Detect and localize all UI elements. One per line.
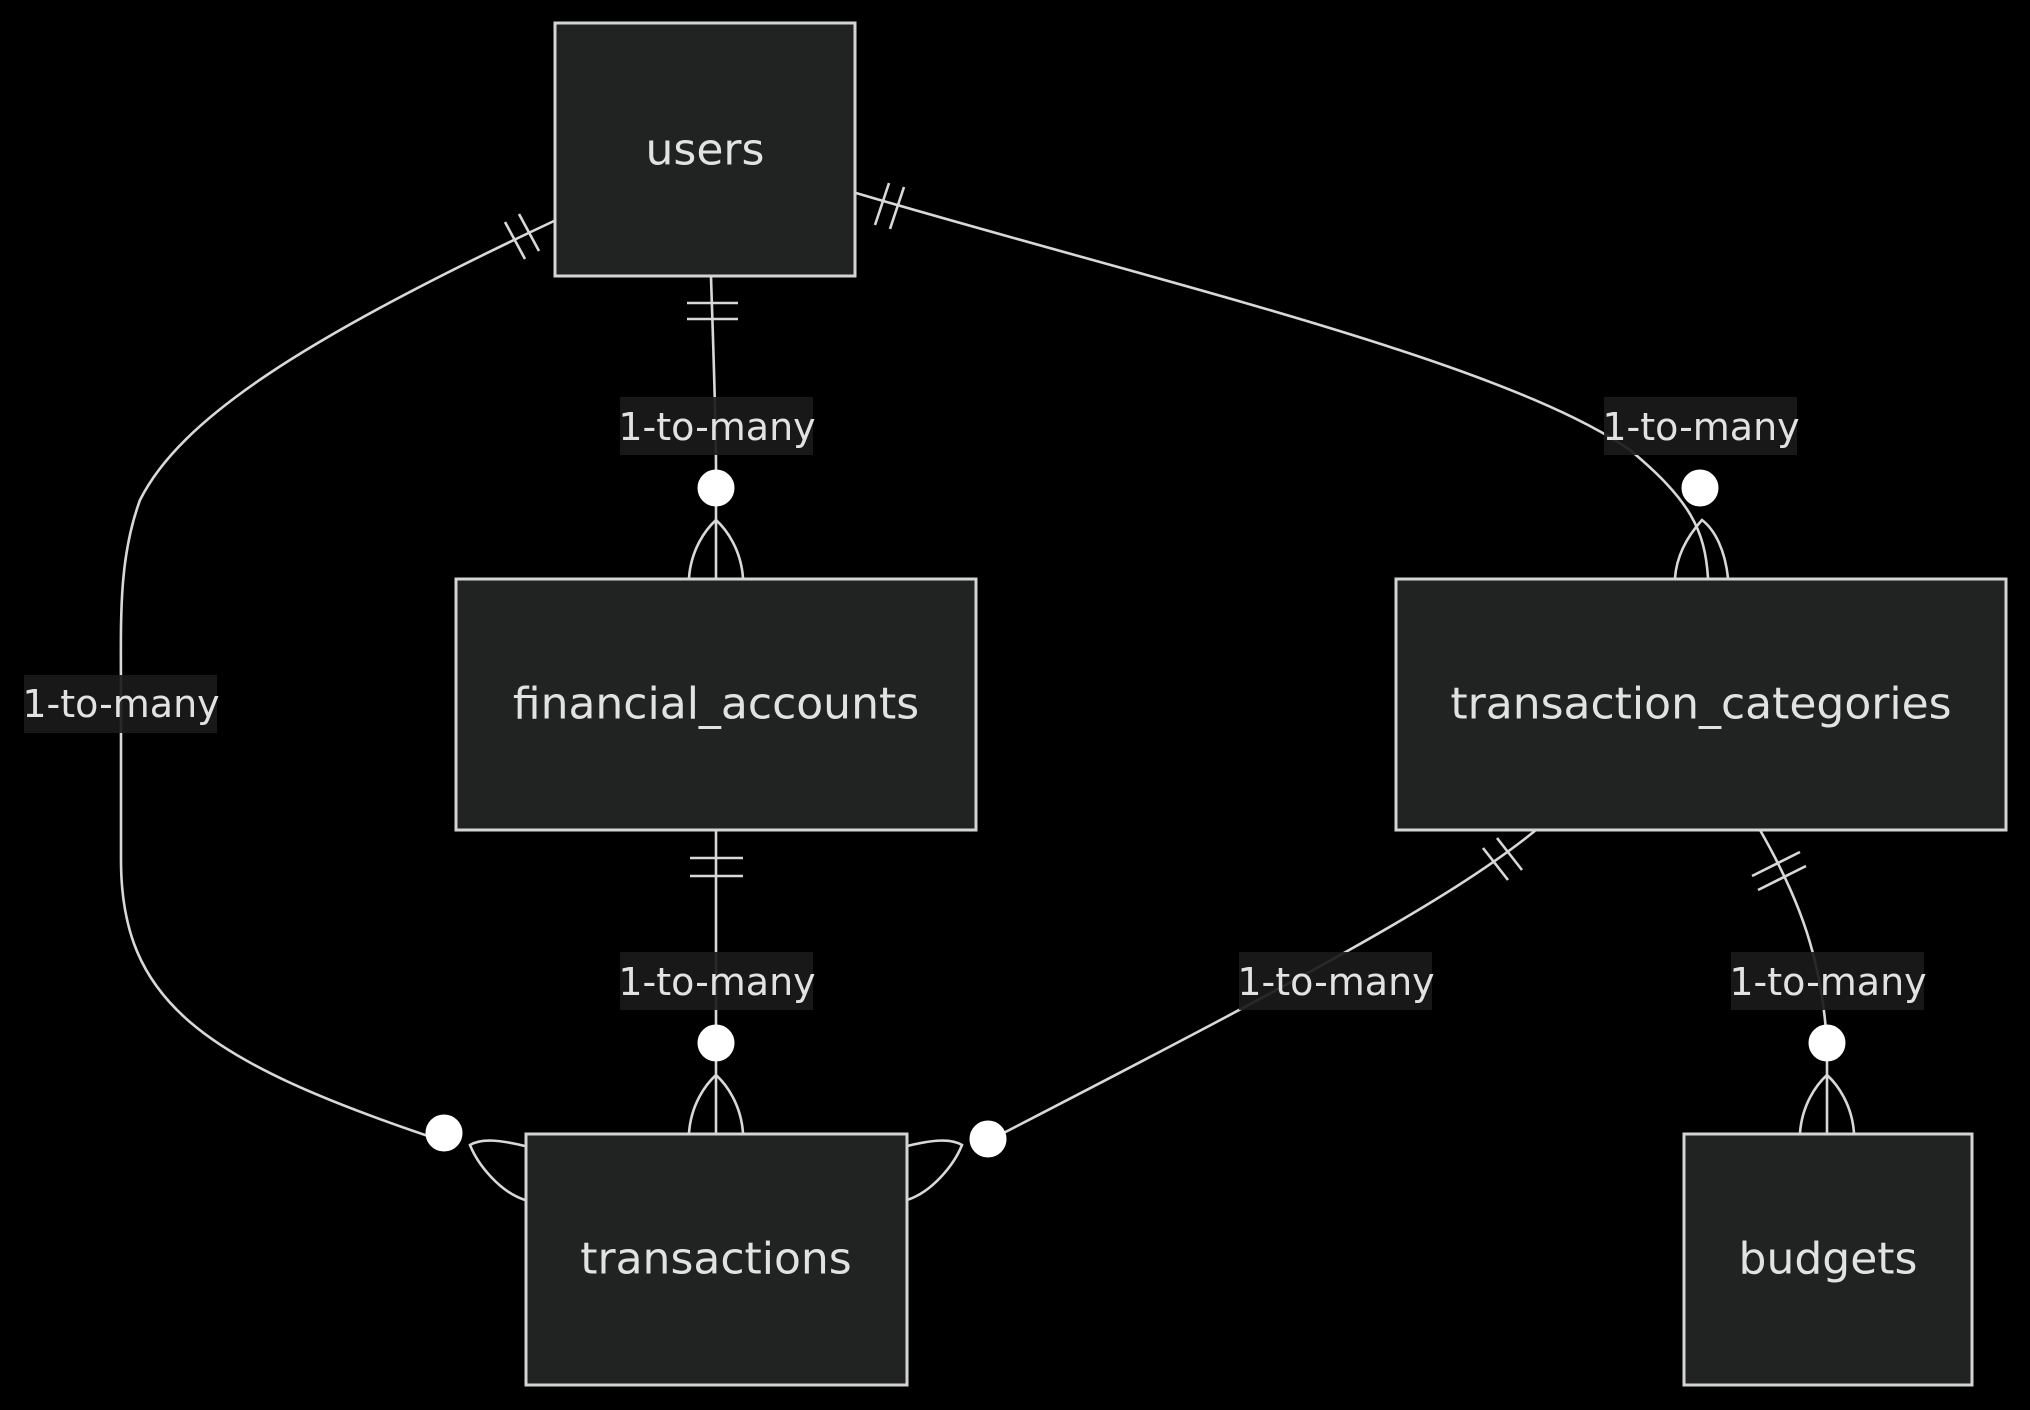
relationship-lines xyxy=(119,191,1829,1142)
many-marker-categories-top xyxy=(1673,469,1730,579)
many-marker-transactions-left xyxy=(425,1114,526,1202)
many-marker-transactions-top xyxy=(687,1024,745,1134)
entity-transaction-categories[interactable]: transaction_categories xyxy=(1394,577,2008,832)
entity-users[interactable]: users xyxy=(553,21,857,278)
rel-label-users-transactions: 1-to-many xyxy=(22,675,220,733)
one-marker-users-left xyxy=(503,213,541,260)
one-marker-categories-left-bottom xyxy=(1481,837,1524,881)
rel-line-users-transactions xyxy=(119,219,555,1142)
rel-line-users-transaction-categories xyxy=(855,191,1710,579)
entity-box-budgets xyxy=(1682,1132,1974,1387)
rel-label-text: 1-to-many xyxy=(1237,960,1434,1004)
many-marker-financial-accounts-top xyxy=(687,469,745,579)
zero-or-many-markers xyxy=(425,469,1856,1202)
one-marker-users-right xyxy=(873,182,906,230)
entity-label-transaction-categories: transaction_categories xyxy=(1450,679,1951,730)
rel-label-text: 1-to-many xyxy=(618,960,815,1004)
entity-budgets[interactable]: budgets xyxy=(1682,1132,1974,1387)
rel-label-text: 1-to-many xyxy=(618,405,815,449)
rel-line-transaction-categories-transactions xyxy=(989,828,1537,1142)
rel-label-text: 1-to-many xyxy=(22,682,219,726)
rel-label-users-transaction-categories: 1-to-many xyxy=(1602,397,1800,455)
many-marker-transactions-right xyxy=(906,1120,1007,1202)
entity-box-transaction-categories xyxy=(1394,577,2008,832)
one-marker-financial-accounts-bottom xyxy=(690,856,743,878)
rel-label-financial-accounts-transactions: 1-to-many xyxy=(618,952,816,1010)
rel-label-transaction-categories-transactions: 1-to-many xyxy=(1237,952,1435,1010)
relationship-labels: 1-to-many 1-to-many 1-to-many 1-to-many … xyxy=(22,397,1927,1010)
entity-financial-accounts[interactable]: financial_accounts xyxy=(454,577,978,832)
one-marker-categories-right-bottom xyxy=(1751,850,1807,892)
rel-label-transaction-categories-budgets: 1-to-many xyxy=(1729,952,1927,1010)
entity-transactions[interactable]: transactions xyxy=(524,1132,909,1387)
entity-label-budgets: budgets xyxy=(1739,1234,1918,1285)
entity-label-users: users xyxy=(646,125,765,176)
exactly-one-markers xyxy=(503,182,1807,892)
many-marker-budgets-top xyxy=(1798,1024,1856,1134)
rel-label-text: 1-to-many xyxy=(1729,960,1926,1004)
entity-box-users xyxy=(553,21,857,278)
rel-label-users-financial-accounts: 1-to-many xyxy=(618,397,816,455)
entity-box-financial-accounts xyxy=(454,577,978,832)
rel-label-text: 1-to-many xyxy=(1602,405,1799,449)
one-marker-users-bottom xyxy=(687,301,738,321)
entity-label-financial-accounts: financial_accounts xyxy=(513,679,919,730)
entity-label-transactions: transactions xyxy=(580,1234,851,1285)
entity-box-transactions xyxy=(524,1132,909,1387)
